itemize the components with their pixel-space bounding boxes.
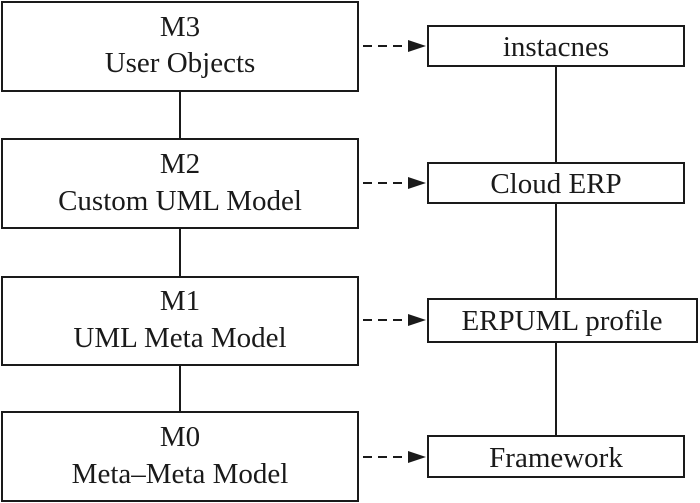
level-name: Custom UML Model <box>58 185 302 217</box>
implementation-label: Framework <box>489 442 623 474</box>
level-code: M1 <box>160 285 200 317</box>
arrowhead-icon <box>408 40 426 52</box>
implementation-box-framework: Framework <box>427 435 685 478</box>
implementation-label: Cloud ERP <box>490 168 621 200</box>
level-code: M3 <box>160 11 200 43</box>
level-code: M0 <box>160 421 200 453</box>
level-box-m1: M1 UML Meta Model <box>1 276 359 366</box>
level-name: User Objects <box>105 47 256 79</box>
arrowhead-icon <box>408 451 426 463</box>
level-box-m2: M2 Custom UML Model <box>1 138 359 229</box>
implementation-box-cloud-erp: Cloud ERP <box>427 162 685 204</box>
implementation-label: ERPUML profile <box>461 305 662 337</box>
implementation-box-erpuml-profile: ERPUML profile <box>427 298 698 343</box>
arrowhead-icon <box>408 177 426 189</box>
implementation-box-instances: instacnes <box>427 25 685 67</box>
implementation-label: instacnes <box>503 31 609 63</box>
level-box-m0: M0 Meta–Meta Model <box>1 411 359 502</box>
arrow-m3-instances <box>363 40 426 52</box>
level-name: UML Meta Model <box>73 322 286 354</box>
arrow-m1-erpuml-profile <box>363 314 426 326</box>
level-name: Meta–Meta Model <box>72 458 289 490</box>
level-box-m3: M3 User Objects <box>1 1 359 92</box>
level-code: M2 <box>160 148 200 180</box>
arrow-m2-cloud-erp <box>363 177 426 189</box>
arrow-m0-framework <box>363 451 426 463</box>
arrowhead-icon <box>408 314 426 326</box>
